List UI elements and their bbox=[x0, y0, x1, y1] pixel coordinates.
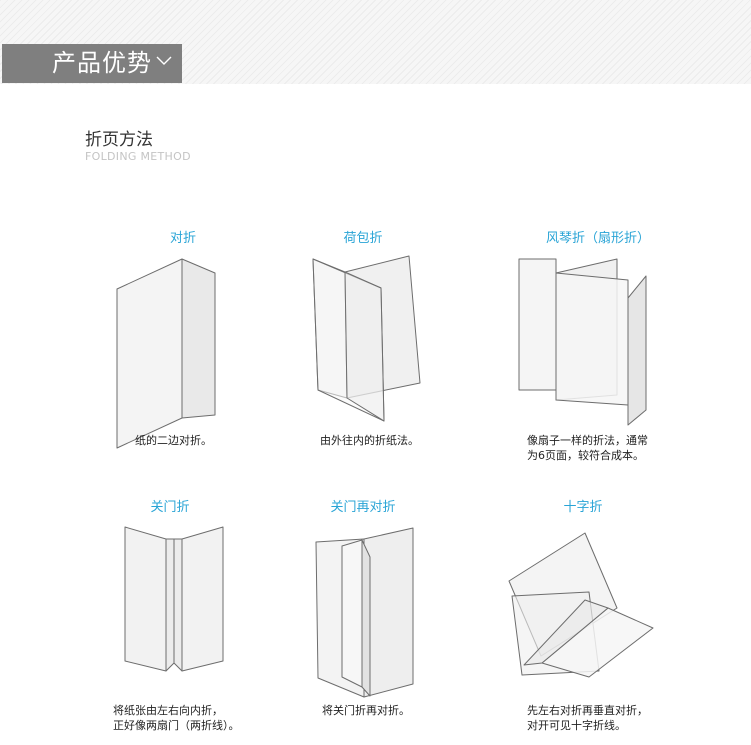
card-desc-gate-fold: 将纸张由左右向内折， 正好像两扇门（两折线）。 bbox=[113, 704, 240, 732]
card-desc-cross-fold: 先左右对折再垂直对折， 对开可见十字折线。 bbox=[527, 704, 648, 732]
card-desc-double-gate-fold: 将关门折再对折。 bbox=[322, 704, 410, 717]
banner-title: 产品优势 bbox=[52, 49, 152, 77]
chevron-down-icon bbox=[156, 56, 172, 65]
card-title-double-gate-fold: 关门再对折 bbox=[330, 500, 396, 515]
card-desc-half-fold: 纸的二边对折。 bbox=[135, 434, 212, 447]
card-desc-accordion-fold: 像扇子一样的折法，通常 为6页面，较符合成本。 bbox=[527, 434, 648, 462]
section-subtitle: FOLDING METHOD bbox=[85, 150, 191, 163]
card-title-half-fold: 对折 bbox=[169, 231, 196, 246]
card-title-wallet-fold: 荷包折 bbox=[343, 231, 383, 246]
section-title: 折页方法 bbox=[85, 130, 153, 150]
banner-tab bbox=[2, 44, 182, 83]
card-title-gate-fold: 关门折 bbox=[150, 500, 190, 515]
card-title-accordion-fold: 风琴折（扇形折） bbox=[545, 231, 650, 246]
card-desc-wallet-fold: 由外往内的折纸法。 bbox=[320, 434, 419, 447]
card-title-cross-fold: 十字折 bbox=[563, 500, 603, 515]
